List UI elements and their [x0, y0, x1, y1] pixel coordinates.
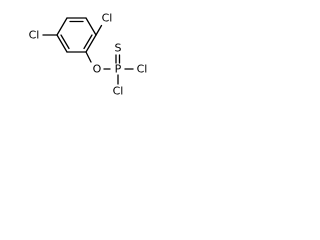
- molecule-structure-diagram: Cl Cl O P S Cl Cl: [29, 12, 148, 98]
- ring-double-bond-left: [60, 34, 70, 50]
- atom-label-p-center: P: [115, 63, 122, 76]
- atom-label-cl-p-right: Cl: [137, 63, 148, 76]
- ring-bond-5-6: [56, 34, 68, 53]
- benzene-ring: [56, 17, 97, 53]
- atom-label-s-thio: S: [115, 42, 122, 55]
- ring-bond-6-1: [56, 17, 68, 36]
- atom-label-cl-p-bottom: Cl: [113, 85, 124, 98]
- bond-ring-cl-top: [95, 24, 103, 36]
- ring-bond-2-3: [85, 17, 97, 36]
- ring-bond-3-4: [85, 34, 97, 53]
- atom-label-o-ester: O: [93, 63, 102, 76]
- atom-label-cl-top: Cl: [102, 12, 113, 25]
- ring-double-bond-right: [83, 34, 93, 50]
- atom-label-cl-left: Cl: [29, 29, 40, 42]
- bond-ring-o: [85, 51, 92, 63]
